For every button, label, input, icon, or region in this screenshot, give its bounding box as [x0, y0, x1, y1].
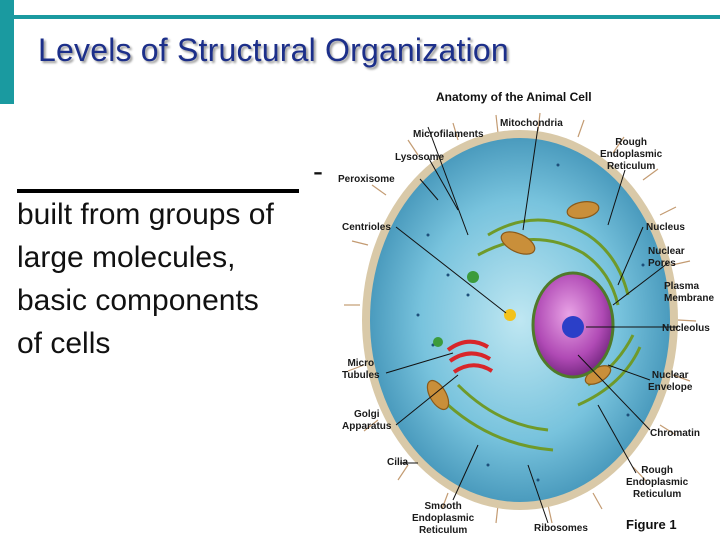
fill-in-blank-line: - [17, 150, 337, 193]
dash: - [313, 155, 323, 188]
nucleolus-shape [562, 316, 584, 338]
top-rule [14, 15, 720, 19]
label-nucleolus: Nucleolus [662, 323, 710, 334]
label-plasma-membrane: Plasma Membrane [664, 281, 715, 304]
label-peroxisome: Peroxisome [338, 174, 395, 185]
label-rough-er-bottom: Rough Endoplasmic Reticulum [626, 465, 689, 500]
label-nuclear-envelope: Nuclear Envelope [648, 370, 693, 393]
blank-underline [17, 163, 299, 193]
label-nucleus: Nucleus [646, 222, 685, 233]
label-rough-er-top: Rough Endoplasmic Reticulum [600, 137, 663, 172]
label-chromatin: Chromatin [650, 428, 700, 439]
body-line-4: of cells [17, 327, 111, 360]
mitochondria-shapes [426, 201, 612, 411]
body-text: - built from groups of large molecules, … [17, 150, 337, 365]
body-line-3: basic components [17, 284, 259, 317]
leader-lines [385, 126, 678, 524]
animal-cell-figure: Anatomy of the Animal Cell Microfilament… [338, 85, 720, 540]
label-mitochondria: Mitochondria [500, 118, 563, 129]
lysosome-shapes [433, 271, 479, 347]
golgi-shape [446, 339, 494, 374]
label-micro-tubules: Micro Tubules [342, 358, 380, 381]
label-centrioles: Centrioles [342, 222, 391, 233]
centriole-shape [504, 309, 516, 321]
figure-caption: Figure 1 [626, 517, 677, 532]
label-ribosomes: Ribosomes [534, 523, 588, 534]
accent-bar [0, 0, 14, 104]
figure-title: Anatomy of the Animal Cell [436, 90, 592, 104]
cilia-fringe [344, 112, 697, 524]
label-nuclear-pores: Nuclear Pores [648, 246, 685, 269]
label-smooth-er: Smooth Endoplasmic Reticulum [412, 501, 475, 536]
cytoplasm-shape [370, 138, 670, 502]
label-lysosome: Lysosome [395, 152, 445, 163]
animal-cell-illustration [344, 112, 697, 524]
label-microfilaments: Microfilaments [413, 129, 484, 140]
body-line-1: built from groups of [17, 198, 274, 231]
label-golgi-apparatus: Golgi Apparatus [342, 409, 392, 432]
label-cilia: Cilia [387, 457, 409, 468]
body-line-2: large molecules, [17, 241, 236, 274]
slide-title: Levels of Structural Organization [38, 32, 509, 68]
